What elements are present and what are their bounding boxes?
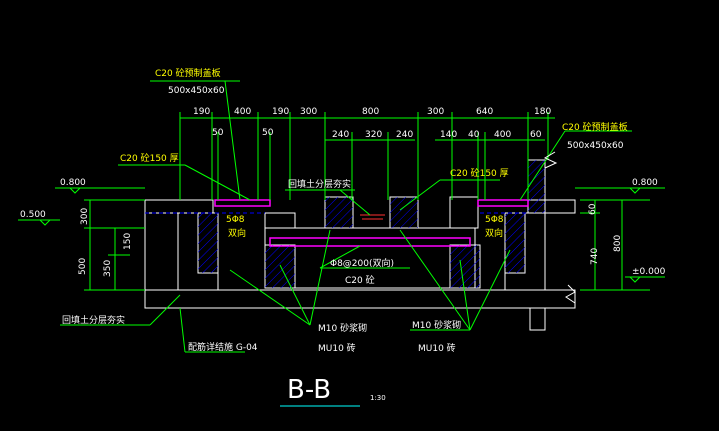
dim-top-7: 180 bbox=[534, 107, 551, 117]
label-rebar-left-dir: 双向 bbox=[228, 227, 246, 239]
label-rebar-right: 5Φ8 bbox=[485, 215, 504, 225]
dim-left-0: 300 bbox=[80, 208, 90, 225]
dim-top-3: 300 bbox=[300, 107, 317, 117]
label-mortar-right: M10 砂浆砌 bbox=[412, 319, 461, 331]
elev-left-top: 0.800 bbox=[60, 178, 86, 188]
label-mortar-left: M10 砂浆砌 bbox=[318, 322, 367, 334]
dim-top-5: 300 bbox=[427, 107, 444, 117]
drawing-title: B-B 1:30 bbox=[280, 375, 386, 407]
dim-second-6: 40 bbox=[468, 130, 480, 140]
brick-hatching bbox=[198, 160, 545, 288]
dim-left-2: 150 bbox=[123, 233, 133, 250]
label-cover-right: C20 砼预制盖板 bbox=[562, 121, 628, 133]
dim-second-4: 240 bbox=[396, 130, 413, 140]
label-backfill-top: 回填土分层夯实 bbox=[288, 178, 351, 190]
elev-right-zero: ±0.000 bbox=[632, 267, 666, 277]
dim-top-2: 190 bbox=[272, 107, 289, 117]
dim-left-3: 350 bbox=[103, 260, 113, 277]
dim-right-1: 740 bbox=[590, 248, 600, 265]
dim-second-7: 400 bbox=[494, 130, 511, 140]
dim-top-0: 190 bbox=[193, 107, 210, 117]
dim-second-0: 50 bbox=[212, 128, 224, 138]
label-slab-right: C20 砼150 厚 bbox=[450, 167, 509, 179]
leader-lines bbox=[60, 80, 632, 353]
dim-top-6: 640 bbox=[476, 107, 493, 117]
dim-right-2: 800 bbox=[613, 235, 623, 252]
dim-top-4: 800 bbox=[362, 107, 379, 117]
dim-second-5: 140 bbox=[440, 130, 457, 140]
dim-second-2: 240 bbox=[332, 130, 349, 140]
label-slab-left: C20 砼150 厚 bbox=[120, 152, 179, 164]
label-rebar-right-dir: 双向 bbox=[485, 227, 503, 239]
dim-second-3: 320 bbox=[365, 130, 382, 140]
label-brick-right: MU10 砖 bbox=[418, 342, 456, 354]
label-brick-left: MU10 砖 bbox=[318, 342, 356, 354]
label-cover-left-size: 500x450x60 bbox=[168, 86, 225, 96]
label-config-ref: 配筋详结施 G-04 bbox=[188, 341, 258, 353]
annotation-text: C20 砼预制盖板 500x450x60 C20 砼预制盖板 500x450x6… bbox=[62, 67, 628, 354]
title-scale: 1:30 bbox=[370, 394, 386, 402]
dim-left-1: 500 bbox=[78, 258, 88, 275]
elev-right-top: 0.800 bbox=[632, 178, 658, 188]
dim-second-8: 60 bbox=[530, 130, 542, 140]
title-text: B-B bbox=[287, 375, 331, 405]
rebar-lines bbox=[214, 199, 529, 247]
label-cover-left: C20 砼预制盖板 bbox=[155, 67, 221, 79]
break-lines bbox=[543, 151, 576, 304]
dim-right-0: 60 bbox=[588, 203, 598, 215]
label-concrete-center: C20 砼 bbox=[345, 274, 375, 286]
dimension-text: 190 400 190 300 800 300 640 180 50 50 24… bbox=[78, 107, 623, 277]
dimension-lines bbox=[18, 112, 665, 291]
dim-top-1: 400 bbox=[234, 107, 251, 117]
elev-left-mid: 0.500 bbox=[20, 210, 46, 220]
label-rebar-left: 5Φ8 bbox=[226, 215, 245, 225]
label-rebar-center: Φ8@200(双向) bbox=[330, 257, 394, 269]
label-backfill-bottom: 回填土分层夯实 bbox=[62, 314, 125, 326]
dim-second-1: 50 bbox=[262, 128, 274, 138]
label-cover-right-size: 500x450x60 bbox=[567, 141, 624, 151]
elevation-text: 0.800 0.500 0.800 ±0.000 bbox=[20, 178, 666, 277]
